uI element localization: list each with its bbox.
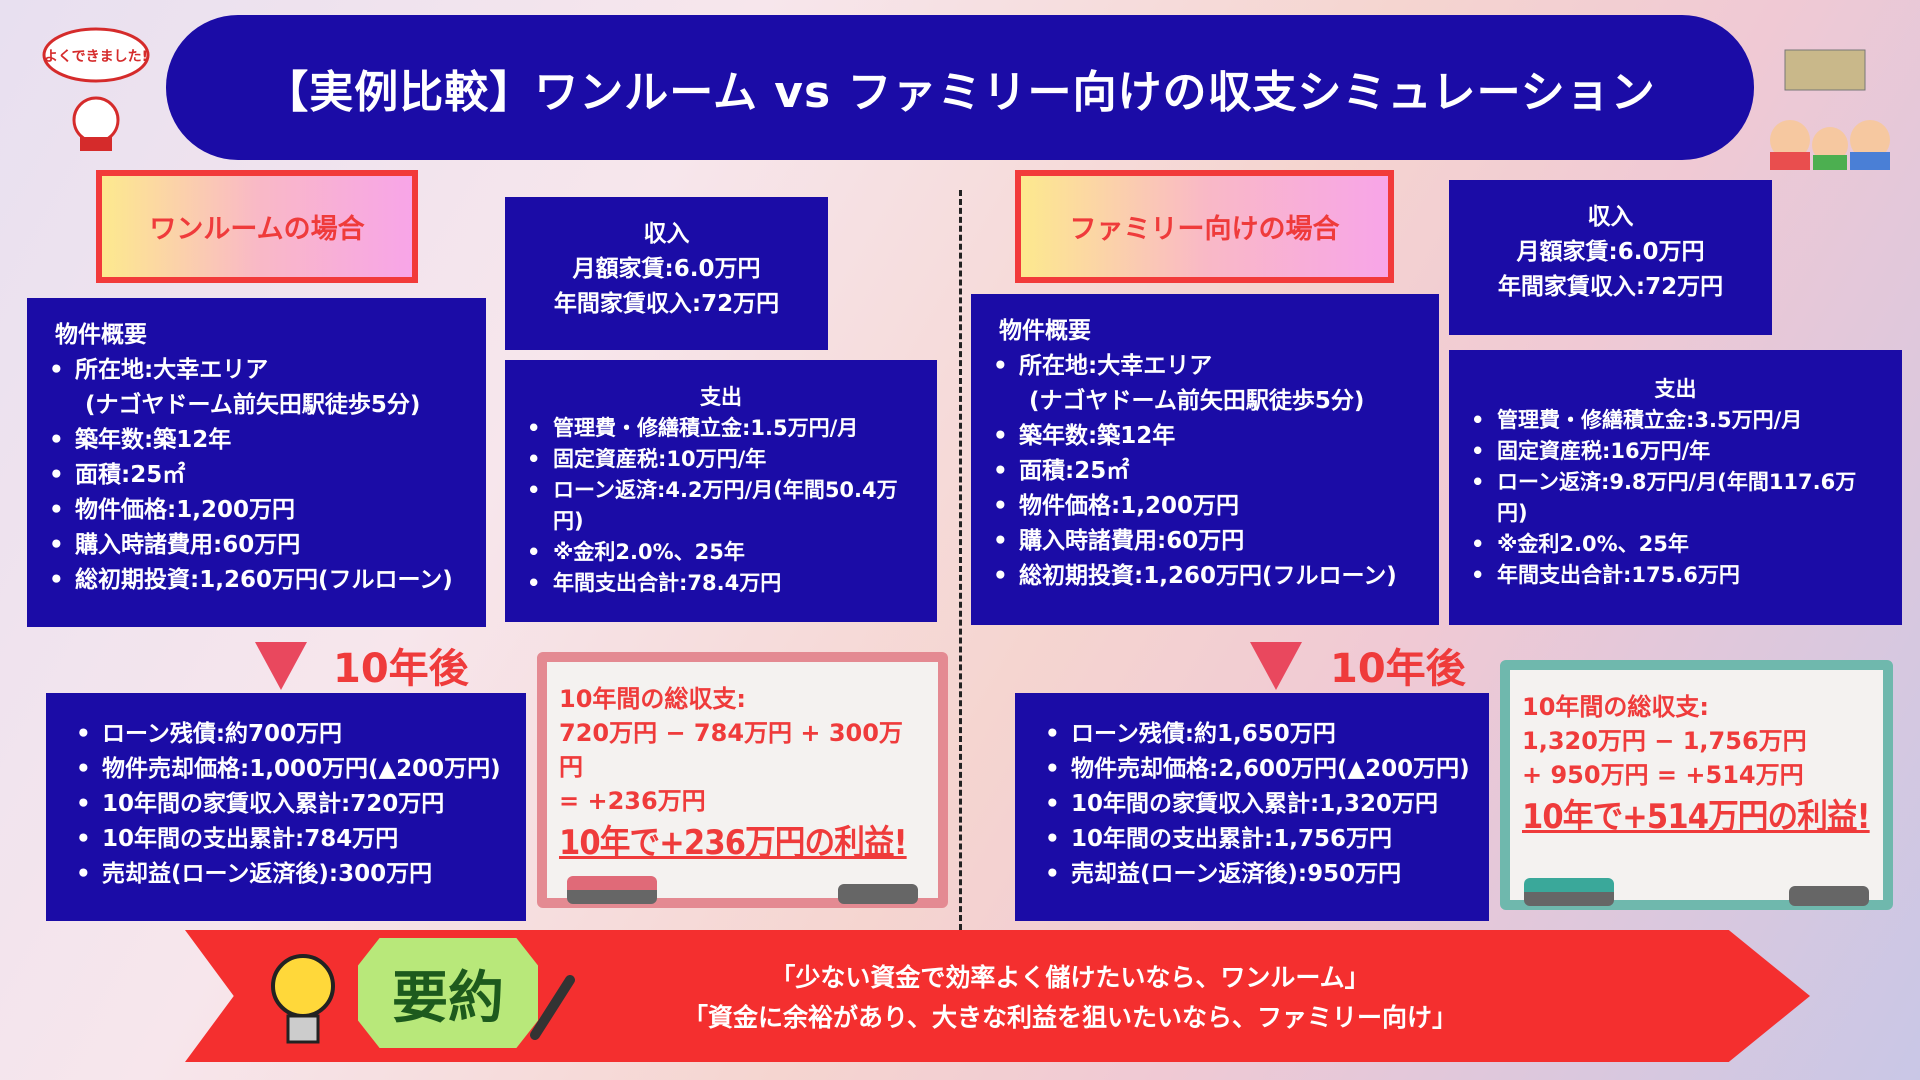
board-line: 10年間の総収支:	[1522, 693, 1709, 721]
expense-title: 支出	[1654, 377, 1697, 401]
family-expense-box: 支出 管理費・修繕積立金:3.5万円/月 固定資産税:16万円/年 ローン返済:…	[1449, 350, 1902, 625]
down-arrow-icon	[1250, 642, 1302, 690]
after-item: ローン残債:約1,650万円	[1041, 717, 1471, 752]
board-line: 720万円 − 784万円 + 300万円	[559, 719, 903, 781]
property-title: 物件概要	[999, 318, 1091, 344]
expense-item: 年間支出合計:78.4万円	[523, 568, 919, 599]
svg-text:よくできました!: よくできました!	[44, 49, 148, 65]
family-property-box: 物件概要 所在地:大幸エリア (ナゴヤドーム前矢田駅徒歩5分) 築年数:築12年…	[971, 294, 1439, 625]
oneroom-header: ワンルームの場合	[96, 170, 418, 283]
summary-label: 要約	[358, 938, 538, 1048]
summary-label-text: 要約	[392, 965, 504, 1031]
expense-item: ローン返済:9.8万円/月(年間117.6万円)	[1467, 467, 1884, 529]
expense-item: 管理費・修繕積立金:3.5万円/月	[1467, 405, 1884, 436]
divider	[959, 190, 962, 930]
property-item: 総初期投資:1,260万円(フルローン)	[45, 563, 468, 598]
income-line: 年間家賃収入:72万円	[1497, 274, 1724, 300]
eraser-icon	[1524, 878, 1614, 906]
board-result: 10年で+514万円の利益!	[1522, 797, 1871, 837]
oneroom-property-box: 物件概要 所在地:大幸エリア (ナゴヤドーム前矢田駅徒歩5分) 築年数:築12年…	[27, 298, 486, 627]
pen-icon	[525, 975, 575, 1045]
down-arrow-icon	[255, 642, 307, 690]
well-done-stamp-icon: よくできました!	[40, 25, 152, 155]
after-item: 物件売却価格:2,600万円(▲200万円)	[1041, 752, 1471, 787]
expense-item: 固定資産税:16万円/年	[1467, 436, 1884, 467]
property-item: 面積:25㎡	[45, 458, 468, 493]
lightbulb-icon	[258, 938, 348, 1056]
after-item: 10年間の家賃収入累計:720万円	[72, 787, 508, 822]
expense-item: 年間支出合計:175.6万円	[1467, 560, 1884, 591]
family-header-label: ファミリー向けの場合	[1069, 214, 1340, 245]
property-item: 物件価格:1,200万円	[45, 493, 468, 528]
oneroom-whiteboard: 10年間の総収支: 720万円 − 784万円 + 300万円 = +236万円…	[537, 652, 948, 908]
summary-text: 「少ない資金で効率よく儲けたいなら、ワンルーム」 「資金に余裕があり、大きな利益…	[560, 958, 1580, 1038]
property-item: 所在地:大幸エリア	[989, 349, 1421, 384]
expense-item: ※金利2.0%、25年	[1467, 529, 1884, 560]
property-item: 所在地:大幸エリア	[45, 353, 468, 388]
income-line: 月額家賃:6.0万円	[572, 256, 761, 282]
property-item: 総初期投資:1,260万円(フルローン)	[989, 559, 1421, 594]
after-item: 10年間の支出累計:784万円	[72, 822, 508, 857]
after-item: 売却益(ローン返済後):950万円	[1041, 857, 1471, 892]
after-item: 10年間の家賃収入累計:1,320万円	[1041, 787, 1471, 822]
board-line: + 950万円 = +514万円	[1522, 761, 1804, 789]
after-10-years-label: 10年後	[333, 646, 469, 692]
expense-title: 支出	[700, 385, 742, 409]
money-and-family-icon	[1755, 40, 1905, 170]
expense-item: 管理費・修繕積立金:1.5万円/月	[523, 413, 919, 444]
expense-item: 固定資産税:10万円/年	[523, 444, 919, 475]
oneroom-expense-box: 支出 管理費・修繕積立金:1.5万円/月 固定資産税:10万円/年 ローン返済:…	[505, 360, 937, 622]
marker-icon	[1789, 886, 1869, 906]
eraser-icon	[567, 876, 657, 904]
page-title: 【実例比較】ワンルーム vs ファミリー向けの収支シミュレーション	[166, 15, 1754, 160]
oneroom-income-box: 収入 月額家賃:6.0万円 年間家賃収入:72万円	[505, 197, 828, 350]
board-result: 10年で+236万円の利益!	[559, 823, 908, 863]
income-line: 月額家賃:6.0万円	[1516, 239, 1705, 265]
property-item: 購入時諸費用:60万円	[45, 528, 468, 563]
summary-line: 「少ない資金で効率よく儲けたいなら、ワンルーム」	[770, 963, 1370, 992]
board-line: 1,320万円 − 1,756万円	[1522, 727, 1807, 755]
summary-line: 「資金に余裕があり、大きな利益を狙いたいなら、ファミリー向け」	[682, 1003, 1457, 1032]
oneroom-after-box: ローン残債:約700万円 物件売却価格:1,000万円(▲200万円) 10年間…	[46, 693, 526, 921]
marker-icon	[838, 884, 918, 904]
property-item: 築年数:築12年	[45, 423, 468, 458]
family-whiteboard: 10年間の総収支: 1,320万円 − 1,756万円 + 950万円 = +5…	[1500, 660, 1893, 910]
property-item: (ナゴヤドーム前矢田駅徒歩5分)	[1029, 388, 1365, 414]
income-line: 年間家賃収入:72万円	[553, 291, 780, 317]
after-item: ローン残債:約700万円	[72, 717, 508, 752]
income-title: 収入	[643, 221, 690, 247]
property-item: (ナゴヤドーム前矢田駅徒歩5分)	[85, 392, 421, 418]
income-title: 収入	[1587, 204, 1634, 230]
expense-item: ※金利2.0%、25年	[523, 537, 919, 568]
board-line: = +236万円	[559, 787, 706, 815]
oneroom-header-label: ワンルームの場合	[149, 214, 365, 245]
board-line: 10年間の総収支:	[559, 685, 746, 713]
property-item: 物件価格:1,200万円	[989, 489, 1421, 524]
family-after-box: ローン残債:約1,650万円 物件売却価格:2,600万円(▲200万円) 10…	[1015, 693, 1489, 921]
property-title: 物件概要	[55, 322, 147, 348]
title-text: 【実例比較】ワンルーム vs ファミリー向けの収支シミュレーション	[264, 66, 1656, 118]
property-item: 築年数:築12年	[989, 419, 1421, 454]
expense-item: ローン返済:4.2万円/月(年間50.4万円)	[523, 475, 919, 537]
property-item: 購入時諸費用:60万円	[989, 524, 1421, 559]
after-10-years-label: 10年後	[1330, 646, 1466, 692]
family-header: ファミリー向けの場合	[1015, 170, 1394, 283]
after-item: 物件売却価格:1,000万円(▲200万円)	[72, 752, 508, 787]
after-item: 10年間の支出累計:1,756万円	[1041, 822, 1471, 857]
after-item: 売却益(ローン返済後):300万円	[72, 857, 508, 892]
family-income-box: 収入 月額家賃:6.0万円 年間家賃収入:72万円	[1449, 180, 1772, 335]
property-item: 面積:25㎡	[989, 454, 1421, 489]
